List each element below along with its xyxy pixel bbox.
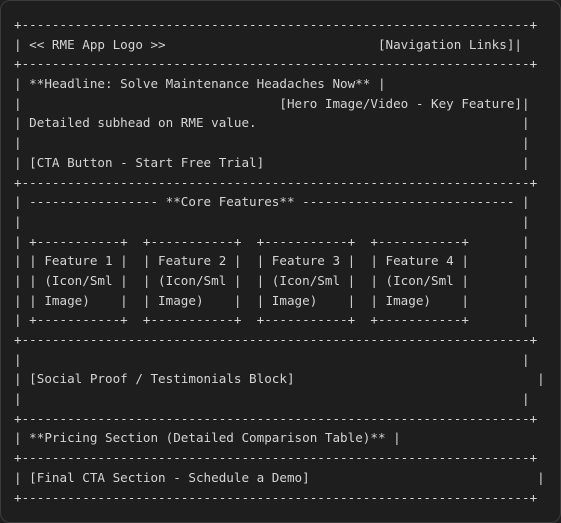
final-cta-row: | [Final CTA Section - Schedule a Demo] …: [14, 469, 545, 485]
feature-cards-images: | | Image) | | Image) | | Image) | | Ima…: [14, 292, 530, 308]
social-spacer-top: | |: [14, 351, 530, 367]
border-bottom: +---------------------------------------…: [14, 489, 538, 505]
hero-headline: | **Headline: Solve Maintenance Headache…: [14, 76, 538, 92]
hero-cta: | [CTA Button - Start Free Trial] |: [14, 154, 530, 170]
header-row: | << RME App Logo >> [Navigation Links]|: [14, 36, 522, 52]
social-spacer-bottom: | |: [14, 391, 530, 407]
ascii-wireframe: +---------------------------------------…: [14, 15, 545, 507]
pricing-divider: +---------------------------------------…: [14, 450, 538, 466]
features-spacer: | |: [14, 213, 530, 229]
border-top: +---------------------------------------…: [14, 17, 538, 32]
hero-divider: +---------------------------------------…: [14, 174, 538, 190]
hero-subhead: | Detailed subhead on RME value. |: [14, 115, 530, 131]
pricing-row: | **Pricing Section (Detailed Comparison…: [14, 430, 538, 446]
feature-cards-titles: | | Feature 1 | | Feature 2 | | Feature …: [14, 253, 530, 269]
hero-spacer: | |: [14, 135, 530, 151]
feature-cards-bottom: | +-----------+ +-----------+ +---------…: [14, 312, 530, 328]
social-divider: +---------------------------------------…: [14, 410, 538, 426]
features-heading: | ----------------- **Core Features** --…: [14, 194, 530, 210]
features-divider: +---------------------------------------…: [14, 332, 538, 347]
feature-cards-top: | +-----------+ +-----------+ +---------…: [14, 233, 530, 249]
feature-cards-icons: | | (Icon/Sml | | (Icon/Sml | | (Icon/Sm…: [14, 272, 530, 288]
header-divider: +---------------------------------------…: [14, 56, 538, 72]
social-proof-row: | [Social Proof / Testimonials Block] |: [14, 371, 545, 387]
hero-image-row: | [Hero Image/Video - Key Feature]|: [14, 95, 530, 111]
